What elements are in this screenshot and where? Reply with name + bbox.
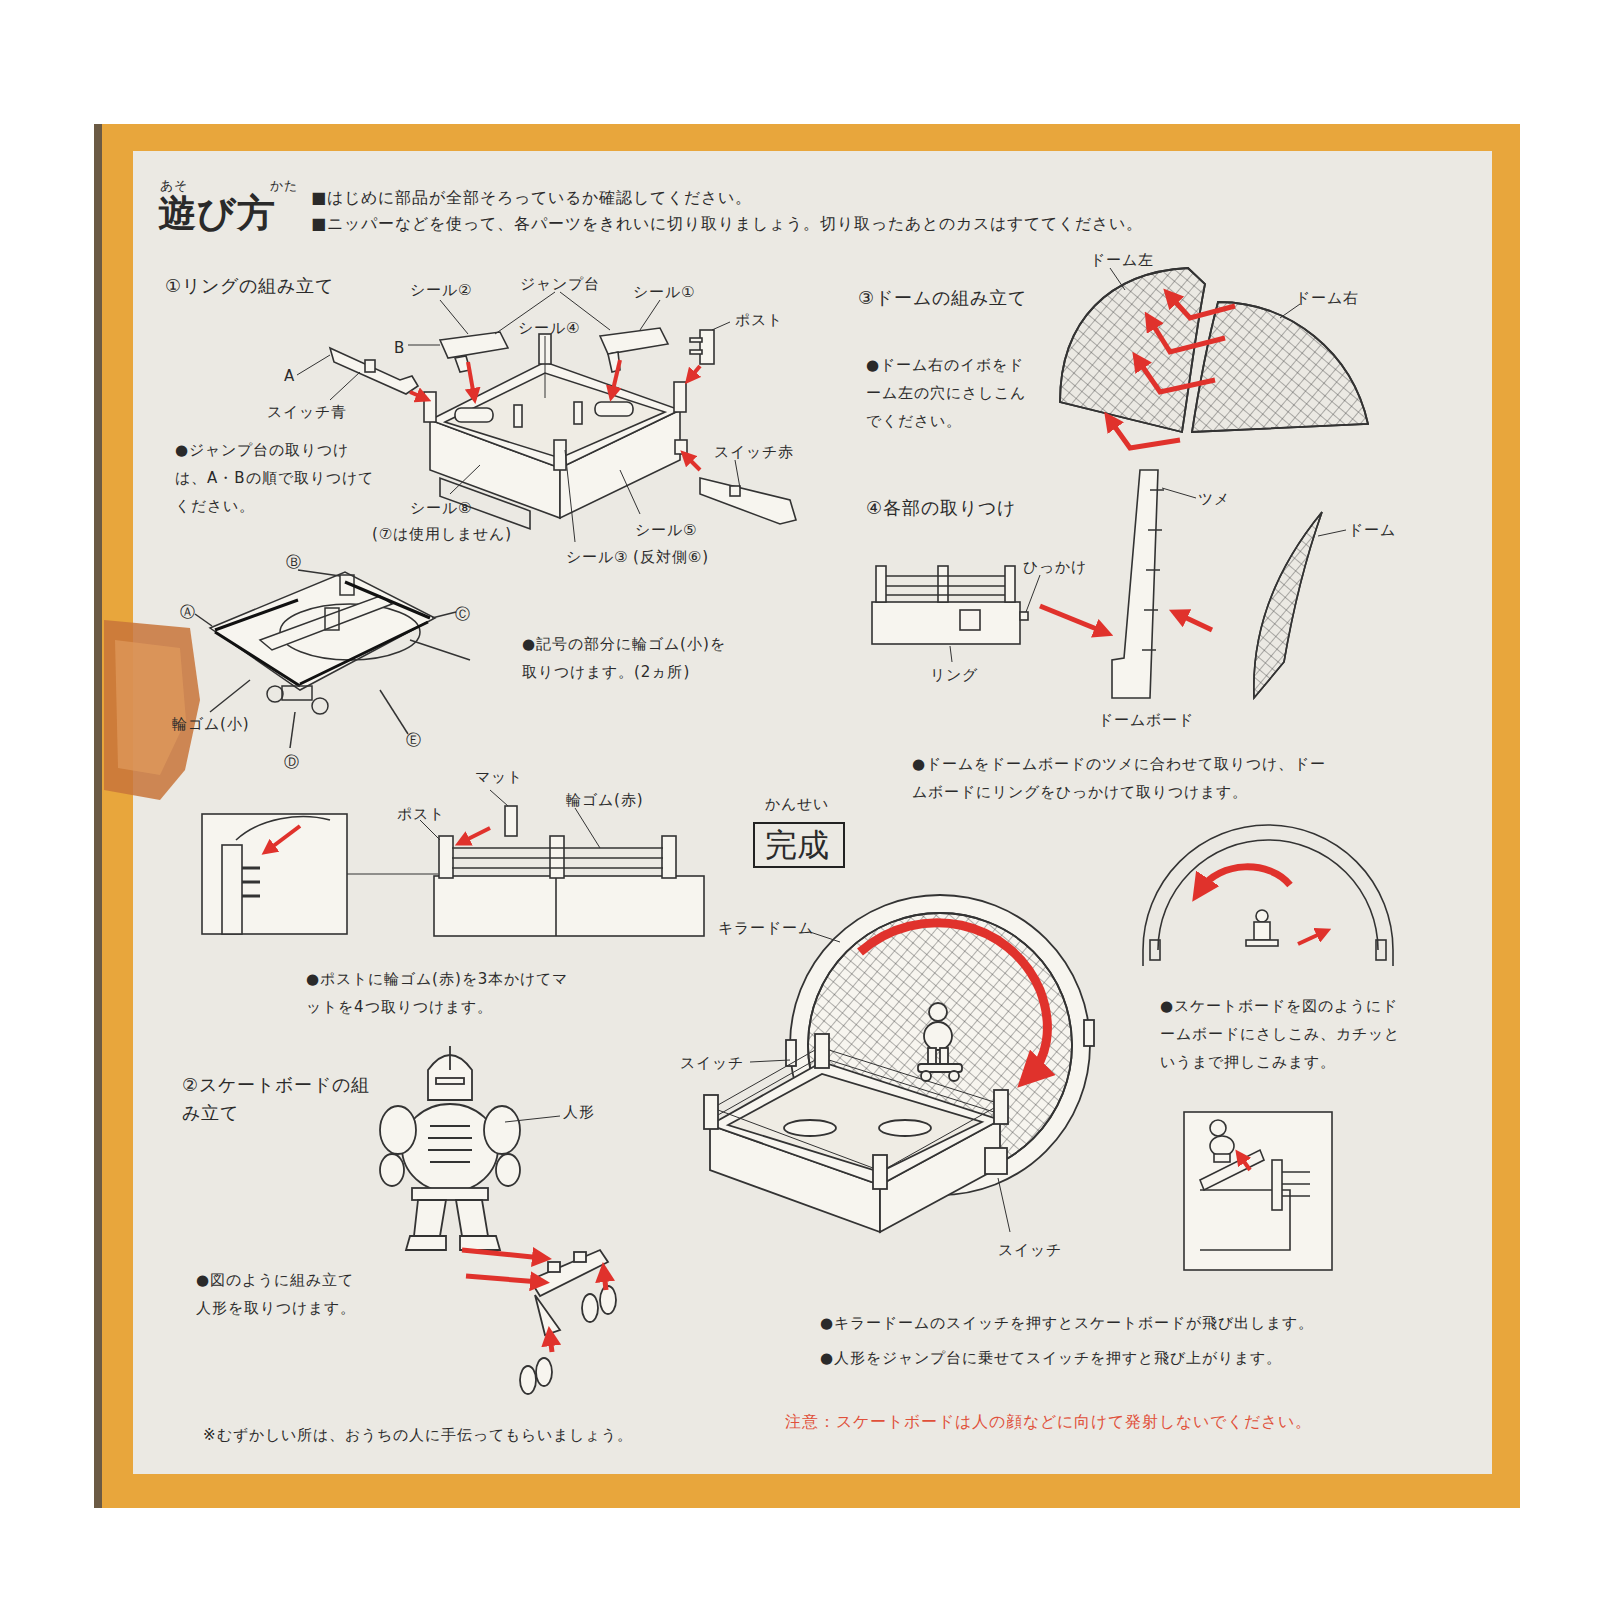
box-text: 完成 xyxy=(765,826,829,864)
label-text: ドーム右 xyxy=(1295,284,1359,312)
label-text: スイッチ赤 xyxy=(714,438,794,466)
label-text: ③ドームの組み立て xyxy=(858,284,1027,312)
label-text: スイッチ xyxy=(998,1236,1062,1264)
leader-lines xyxy=(297,292,740,542)
red-arrow xyxy=(860,923,1047,1075)
label-text: ポスト xyxy=(397,800,445,828)
label-text: シール⑤ xyxy=(635,516,697,544)
label-text: マット xyxy=(475,763,523,791)
label-text: ●図のように組み立て人形を取りつけます。 xyxy=(196,1266,366,1322)
label-text: ひっかけ xyxy=(1023,553,1087,581)
label-text: あそ xyxy=(160,172,188,200)
inset-dome-board xyxy=(1143,825,1393,966)
label-text: B xyxy=(394,334,405,362)
label-text: シール② xyxy=(410,276,472,304)
ring-side-view xyxy=(202,790,704,936)
label-text: Ⓑ xyxy=(286,548,302,576)
label-text: ポスト xyxy=(735,306,783,334)
label-text: キラードーム xyxy=(718,914,814,942)
label-text: ●スケートボードを図のようにドームボードにさしこみ、カチッというまで押しこみます… xyxy=(1160,992,1405,1076)
label-text: かんせい xyxy=(765,790,829,818)
red-arrows xyxy=(1110,296,1235,448)
label-text: (反対側⑥) xyxy=(633,543,709,571)
label-text: 注意：スケートボードは人の顔などに向けて発射しないでください。 xyxy=(785,1408,1312,1436)
box-card xyxy=(94,124,1520,1508)
red-arrows xyxy=(268,826,490,850)
label-text: ●ジャンプ台の取りつけは、A・Bの順で取りつけてください。 xyxy=(175,436,380,520)
label-text: スイッチ xyxy=(680,1049,744,1077)
label-text: Ⓔ xyxy=(406,726,422,754)
label-text: ②スケートボードの組み立て xyxy=(182,1071,382,1127)
inset-jump xyxy=(1184,1112,1332,1270)
label-text: ツメ xyxy=(1198,485,1230,513)
label-text: A xyxy=(284,362,295,390)
label-text: かた xyxy=(270,172,298,200)
label-text: (⑦は使用しません) xyxy=(372,520,512,548)
label-text: シール① xyxy=(633,278,695,306)
label-text: Ⓓ xyxy=(284,748,300,776)
label-text: ●人形をジャンプ台に乗せてスイッチを押すと飛び上がります。 xyxy=(820,1344,1282,1372)
figure-skateboard xyxy=(380,1046,616,1394)
label-text: ドームボード xyxy=(1098,706,1194,734)
finished-box: 完成 xyxy=(753,822,845,868)
label-text: 輪ゴム(小) xyxy=(172,710,250,738)
label-text: リング xyxy=(930,661,978,689)
label-text: ④各部の取りつけ xyxy=(866,494,1016,522)
label-text: ジャンプ台 xyxy=(520,270,600,298)
completed-toy xyxy=(704,895,1094,1232)
red-arrows xyxy=(462,1250,606,1352)
label-text: シール③ xyxy=(566,543,628,571)
red-arrows xyxy=(410,360,700,470)
label-text: スイッチ青 xyxy=(267,398,347,426)
label-text: 輪ゴム(赤) xyxy=(566,786,644,814)
label-text: ①リングの組み立て xyxy=(165,272,334,300)
label-text: Ⓐ xyxy=(180,598,196,626)
label-text: ドーム xyxy=(1348,516,1396,544)
label-text: ●記号の部分に輪ゴム(小)を取りつけます。(2ヵ所) xyxy=(522,630,727,686)
label-text: ■はじめに部品が全部そろっているか確認してください。 xyxy=(311,184,752,212)
red-arrows xyxy=(1040,606,1212,632)
label-text: ドーム左 xyxy=(1090,246,1154,274)
label-text: Ⓒ xyxy=(455,600,471,628)
title: 遊び方 xyxy=(158,190,276,236)
label-text: ■ニッパーなどを使って、各パーツをきれいに切り取りましょう。切り取ったあとのカス… xyxy=(311,210,1143,238)
dome-halves xyxy=(1060,268,1368,432)
label-text: シール⑧ xyxy=(410,494,472,522)
label-text: ●ドームをドームボードのツメに合わせて取りつけ、ドームボードにリングをひっかけて… xyxy=(912,750,1342,806)
label-text: シール④ xyxy=(518,314,580,342)
label-text: ●ポストに輪ゴム(赤)を3本かけてマットを4つ取りつけます。 xyxy=(306,965,581,1021)
label-text: ●ドーム右のイボをドーム左の穴にさしこんでください。 xyxy=(866,351,1036,435)
label-text: ※むずかしい所は、おうちの人に手伝ってもらいましょう。 xyxy=(203,1421,633,1449)
label-text: ●キラードームのスイッチを押すとスケートボードが飛び出します。 xyxy=(820,1309,1314,1337)
ring-assembly xyxy=(330,328,796,529)
label-text: 人形 xyxy=(563,1098,595,1126)
